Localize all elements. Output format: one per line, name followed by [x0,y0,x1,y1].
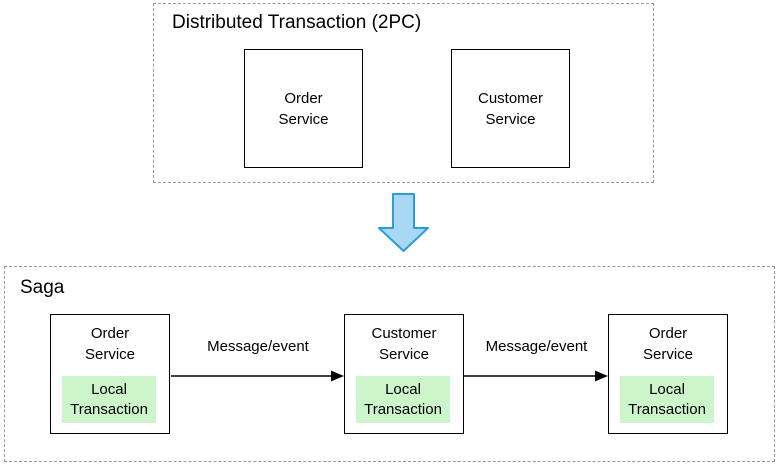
saga-step-2-customer-service-box: Customer Service Local Transaction [344,314,464,434]
service-label: Customer Service [371,325,437,363]
message-event-label-1: Message/event [207,338,309,355]
service-label: Order Service [84,325,136,363]
arrow-head [595,370,608,382]
down-arrow-shape [378,193,429,252]
service-label: Customer Service [477,89,544,128]
two-pc-group-title: Distributed Transaction (2PC) [172,12,422,33]
saga-step-3-order-service-box: Order Service Local Transaction [608,314,728,434]
local-transaction-label: Local Transaction [70,380,148,418]
two-pc-customer-service-box: Customer Service [451,49,570,168]
saga-group-title: Saga [20,277,65,298]
two-pc-order-service-box: Order Service [244,49,363,168]
local-transaction-label: Local Transaction [628,380,706,418]
arrow-head [331,370,344,382]
local-transaction-box: Local Transaction [620,376,714,423]
message-arrow-1-icon [171,370,344,382]
transition-down-arrow-icon [378,193,429,252]
saga-step-1-order-service-box: Order Service Local Transaction [50,314,170,434]
two-pc-group: Distributed Transaction (2PC) Order Serv… [153,3,654,183]
service-label: Order Service [278,89,329,128]
saga-group: Saga Order Service Local Transaction Mes… [4,266,775,462]
local-transaction-box: Local Transaction [356,376,450,423]
service-label: Order Service [642,325,694,363]
message-event-label-2: Message/event [485,338,588,355]
local-transaction-label: Local Transaction [364,380,442,418]
local-transaction-box: Local Transaction [62,376,156,423]
message-arrow-2-icon [464,370,608,382]
